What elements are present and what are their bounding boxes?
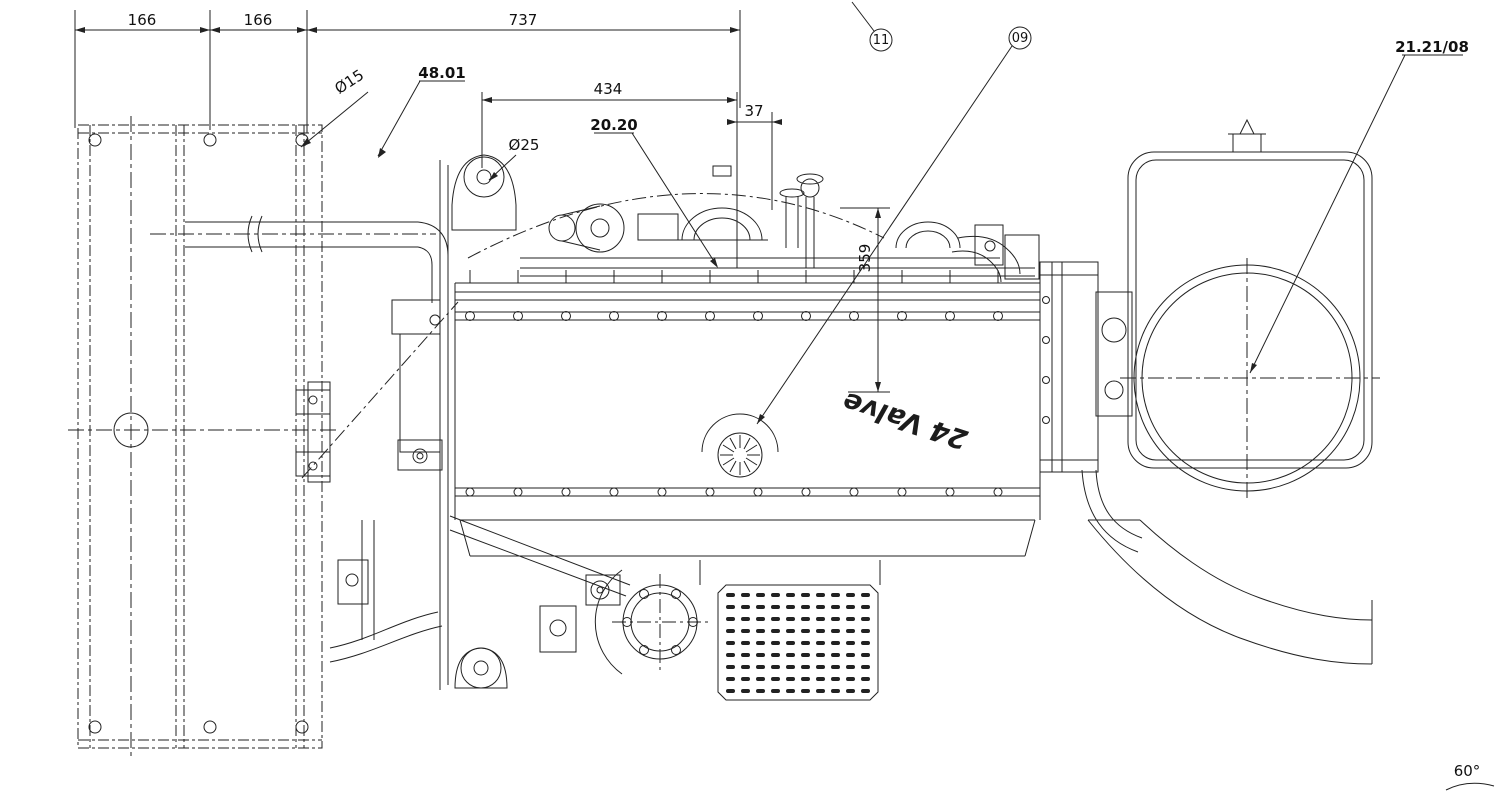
- block-bolt-row: [465, 487, 1003, 497]
- ref-48-01-label: 48.01: [418, 64, 465, 82]
- lower-left-piping: [329, 520, 443, 663]
- dipstick: [779, 173, 824, 268]
- dim-359-label: 359: [856, 244, 874, 273]
- dim-434-label: 434: [594, 80, 623, 98]
- dia-15-label: Ø15: [331, 66, 367, 98]
- dim-359-lines: [840, 207, 890, 393]
- engine-front-cover: [439, 154, 517, 690]
- crank-starburst: [701, 413, 779, 478]
- rear-accessories: [1039, 261, 1143, 553]
- dim-166-left-label: 166: [128, 11, 157, 29]
- balloon-callouts: [869, 26, 1032, 52]
- engine-valve-marking: 24 Valve: [839, 385, 971, 454]
- flywheel-housing: [1120, 118, 1380, 502]
- balloon-11-label: 11: [873, 33, 890, 48]
- balloon-09-label: 09: [1012, 31, 1029, 46]
- radiator-mount-holes: [88, 133, 309, 734]
- front-damper: [449, 515, 881, 675]
- radiator-group: [68, 116, 459, 757]
- ref-20-20-label: 20.20: [590, 116, 637, 134]
- dim-166-right-label: 166: [244, 11, 273, 29]
- heat-shield: [717, 584, 879, 701]
- top-dimension-chain: [74, 10, 741, 133]
- engine-block: [454, 257, 1041, 557]
- dim-434-lines: [481, 92, 738, 268]
- head-bolt-row: [465, 311, 1003, 321]
- ref-21-21-08-label: 21.21/08: [1395, 38, 1469, 56]
- phantom-arc: [467, 193, 885, 259]
- heat-shield-perforations: [726, 588, 872, 694]
- center-dome: [676, 165, 768, 241]
- dia-25-label: Ø25: [509, 136, 540, 154]
- dim-37-label: 37: [744, 102, 763, 120]
- front-pulleys: [548, 203, 679, 253]
- exhaust-elbow: [1087, 519, 1373, 665]
- engine-mount: [391, 299, 443, 471]
- dim-737-label: 737: [509, 11, 538, 29]
- balloon-11-circle: [869, 28, 893, 52]
- radiator-side-bracket: [295, 381, 331, 483]
- angle-60-label: 60°: [1454, 762, 1481, 780]
- leader-lines: [300, 1, 1495, 791]
- balloon-09-circle: [1008, 26, 1032, 50]
- upper-radiator-hose: [150, 215, 449, 303]
- rear-dome: [895, 221, 1040, 283]
- arrowheads: [75, 27, 1257, 424]
